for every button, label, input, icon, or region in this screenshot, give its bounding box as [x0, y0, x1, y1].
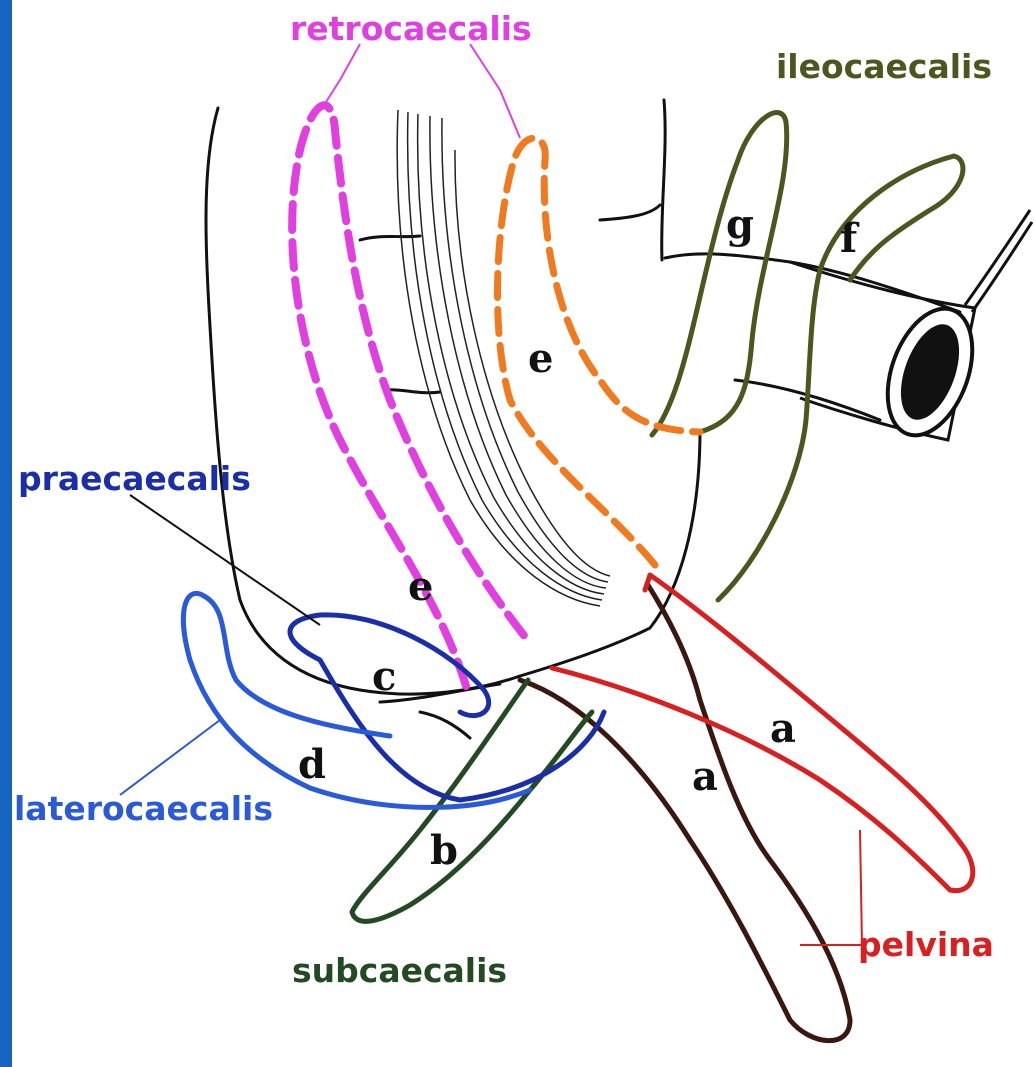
- terminal-ileum: [790, 210, 1032, 447]
- label-laterocaecalis: laterocaecalis: [14, 789, 273, 828]
- laterocaecalis-appendix: [183, 593, 530, 807]
- label-subcaecalis: subcaecalis: [292, 951, 507, 990]
- letter-a-red: a: [770, 705, 796, 752]
- letter-e-orange: e: [528, 335, 553, 382]
- letter-f: f: [840, 215, 860, 262]
- letter-c: c: [372, 653, 396, 700]
- letter-d: d: [298, 741, 326, 788]
- label-retrocaecalis: retrocaecalis: [290, 9, 532, 48]
- letter-b: b: [430, 827, 458, 874]
- letter-e-magenta: e: [408, 563, 433, 610]
- label-praecaecalis: praecaecalis: [18, 459, 251, 498]
- letter-g: g: [726, 201, 754, 248]
- letter-a-brown: a: [692, 753, 718, 800]
- label-pelvina: pelvina: [858, 925, 994, 964]
- caecum-outline: [206, 100, 960, 738]
- pelvina-appendix: [552, 575, 973, 891]
- label-ileocaecalis: ileocaecalis: [776, 47, 992, 86]
- pelvic-appendix-brown: [520, 585, 850, 1041]
